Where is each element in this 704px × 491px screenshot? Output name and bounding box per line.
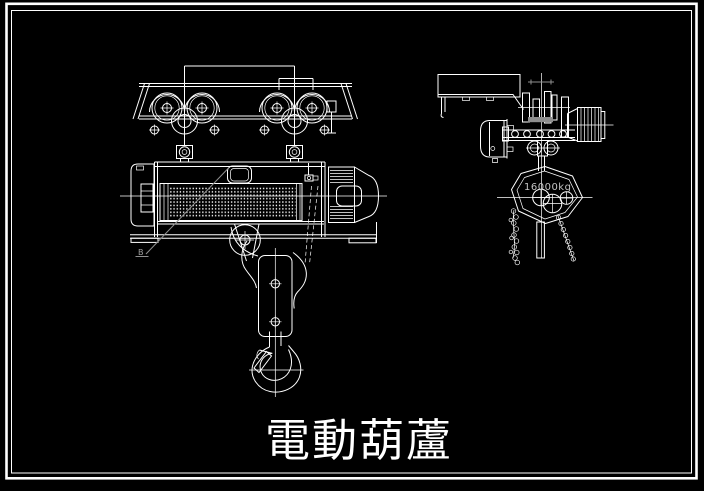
- side-beam-bracket: [437, 74, 524, 118]
- section-label: B: [138, 248, 144, 257]
- hook-shank-side: [536, 221, 545, 259]
- chain-right: [555, 214, 576, 262]
- front-view-hoist: B: [120, 65, 387, 397]
- side-motor: [565, 107, 614, 142]
- hook-suspension-link: [526, 140, 560, 171]
- outer-frame: [5, 2, 698, 480]
- bracket-pin: [440, 97, 446, 118]
- lifting-hook: [249, 331, 304, 393]
- runway-beam: [132, 83, 358, 120]
- hook-block-side: 16000kg: [497, 166, 593, 259]
- drawing-title: 電動葫蘆: [265, 414, 453, 467]
- hoist-ropes: [304, 185, 319, 265]
- wheel-discs-section: [518, 91, 570, 138]
- base-foot-left: [130, 237, 159, 243]
- rope-anchor: [304, 163, 319, 182]
- hook-sheave: [229, 223, 261, 262]
- motor-end-cap: [354, 166, 380, 223]
- rope-coil-hatch: [168, 186, 296, 218]
- hoist-body: [120, 161, 387, 244]
- sheet-frame: [5, 2, 698, 480]
- suspension-pin-plate: [176, 145, 193, 159]
- section-annotation: B: [135, 167, 230, 257]
- motor-hub: [336, 185, 362, 207]
- hook-safety-latch: [253, 350, 273, 374]
- leader-line: [145, 167, 230, 255]
- rope-guide-window: [227, 165, 252, 184]
- gray-datum-mark: [528, 79, 554, 85]
- hoist-motor: [328, 166, 380, 223]
- trolley-crossbars: [184, 65, 314, 145]
- gearbox-cover: [130, 163, 155, 227]
- rope-drum: [159, 183, 303, 221]
- capacity-label: 16000kg: [524, 182, 571, 193]
- suspension-pin-plate: [286, 145, 303, 159]
- trolley-left: [149, 92, 220, 162]
- beam-stop-bracket: [326, 100, 337, 134]
- base-foot-right: [348, 237, 377, 244]
- hook-block-front: [241, 240, 307, 397]
- side-view-hoist: 16000kg: [437, 73, 614, 266]
- chain-left: [508, 208, 520, 266]
- brake-band: [528, 117, 553, 123]
- inner-frame: [11, 10, 692, 474]
- pendant-control-box: [480, 119, 514, 163]
- trolley-right: [259, 92, 330, 162]
